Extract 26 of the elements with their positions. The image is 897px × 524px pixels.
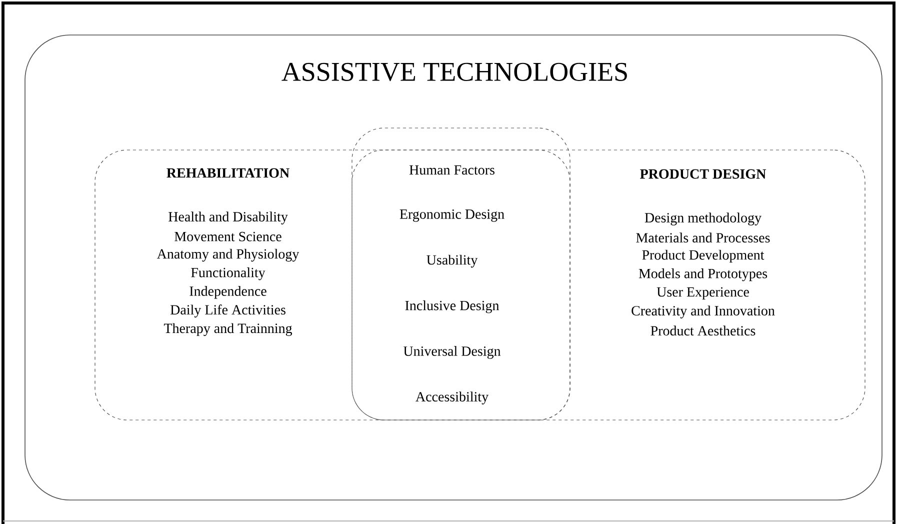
list-item: Universal Design <box>404 346 501 359</box>
list-item: Usability <box>426 254 478 268</box>
dashed-rounded-box <box>352 128 570 420</box>
list-item: Ergonomic Design <box>400 209 504 222</box>
list-item: Therapy and Trainning <box>164 323 292 336</box>
list-item: Daily Life Activities <box>170 304 286 318</box>
dashed-rounded-box <box>94 150 570 420</box>
group-heading: REHABILITATION <box>166 168 290 178</box>
list-item: Independence <box>190 286 266 299</box>
dashed-rounded-box <box>352 150 866 420</box>
list-item: Product Aesthetics <box>650 326 756 336</box>
list-item: Health and Disability <box>168 212 288 224</box>
list-item: Movement Science <box>174 232 282 242</box>
list-item: Inclusive Design <box>405 300 500 314</box>
group-heading: PRODUCT DESIGN <box>640 169 766 179</box>
list-item: Human Factors <box>409 165 494 175</box>
list-item: Materials and Processes <box>636 232 770 243</box>
list-item: User Experience <box>656 287 749 300</box>
list-item: Design methodology <box>644 212 762 226</box>
list-item: Models and Prototypes <box>638 268 768 282</box>
title-text: ASSISTIVE TECHNOLOGIES <box>282 62 627 82</box>
list-item: Functionality <box>191 267 266 280</box>
list-item: Anatomy and Physiology <box>156 248 300 262</box>
list-item: Accessibility <box>416 392 488 404</box>
list-item: Product Development <box>642 250 764 263</box>
list-item: Creativity and Innovation <box>632 306 775 318</box>
